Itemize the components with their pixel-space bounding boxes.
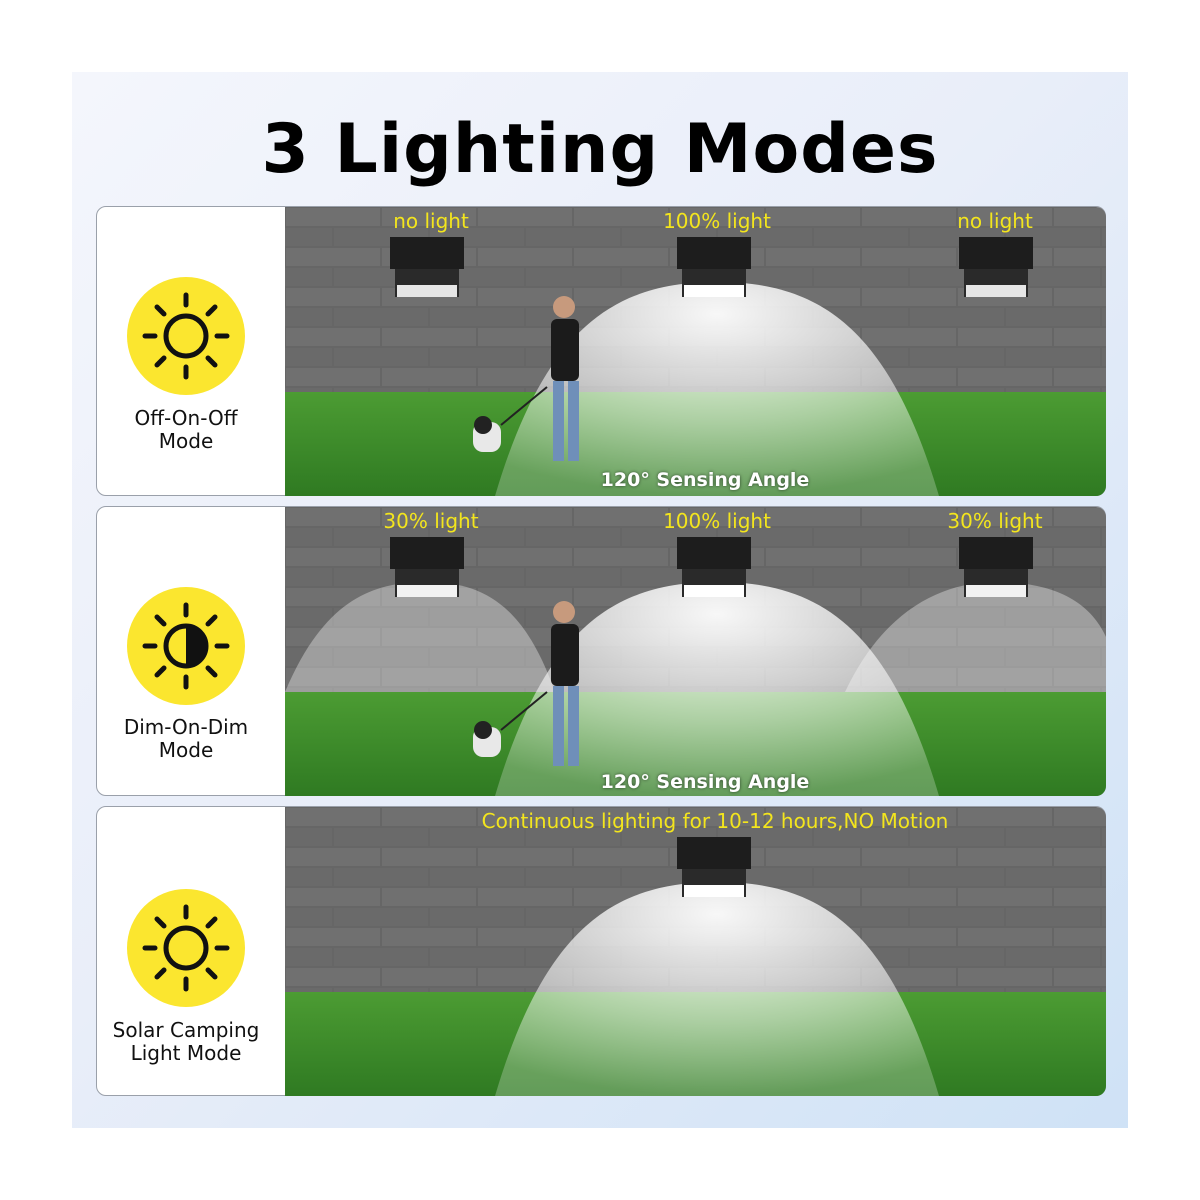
half-sun-icon	[127, 587, 245, 705]
sensing-angle-label: 120° Sensing Angle	[600, 469, 810, 491]
mode-panel-dim-on-dim: Dim-On-Dim Mode	[96, 506, 1106, 796]
mode-label: Dim-On-Dim Mode	[97, 716, 275, 762]
light-label-right: no light	[957, 209, 1033, 233]
light-label-center: 100% light	[663, 509, 771, 533]
mode-label-line2: Light Mode	[130, 1041, 242, 1065]
sun-icon	[127, 889, 245, 1007]
light-label-left: no light	[393, 209, 469, 233]
continuous-lighting-caption: Continuous lighting for 10-12 hours,NO M…	[481, 809, 949, 833]
mode-label-line1: Off-On-Off	[134, 406, 238, 430]
light-label-center: 100% light	[663, 209, 771, 233]
mode-label: Off-On-Off Mode	[97, 407, 275, 453]
light-label-left: 30% light	[383, 509, 479, 533]
page-title: 3 Lighting Modes	[261, 110, 939, 189]
mode-panel-off-on-off: Off-On-Off Mode	[96, 206, 1106, 496]
scene-image: no light 100% light no light 120° Sensin…	[285, 207, 1106, 496]
canvas: 3 Lighting Modes Off-On-Off Mode	[72, 72, 1128, 1128]
mode-panel-solar-camping: Solar Camping Light Mode	[96, 806, 1106, 1096]
mode-label-line1: Solar Camping	[112, 1018, 260, 1042]
mode-label-line2: Mode	[158, 738, 214, 762]
mode-label-line2: Mode	[158, 429, 214, 453]
light-label-right: 30% light	[947, 509, 1043, 533]
sun-icon	[127, 277, 245, 395]
mode-label: Solar Camping Light Mode	[97, 1019, 275, 1065]
mode-label-line1: Dim-On-Dim	[123, 715, 249, 739]
scene-image: Continuous lighting for 10-12 hours,NO M…	[285, 807, 1106, 1096]
scene-image: 30% light 100% light 30% light 120° Sens…	[285, 507, 1106, 796]
sensing-angle-label: 120° Sensing Angle	[600, 771, 810, 793]
